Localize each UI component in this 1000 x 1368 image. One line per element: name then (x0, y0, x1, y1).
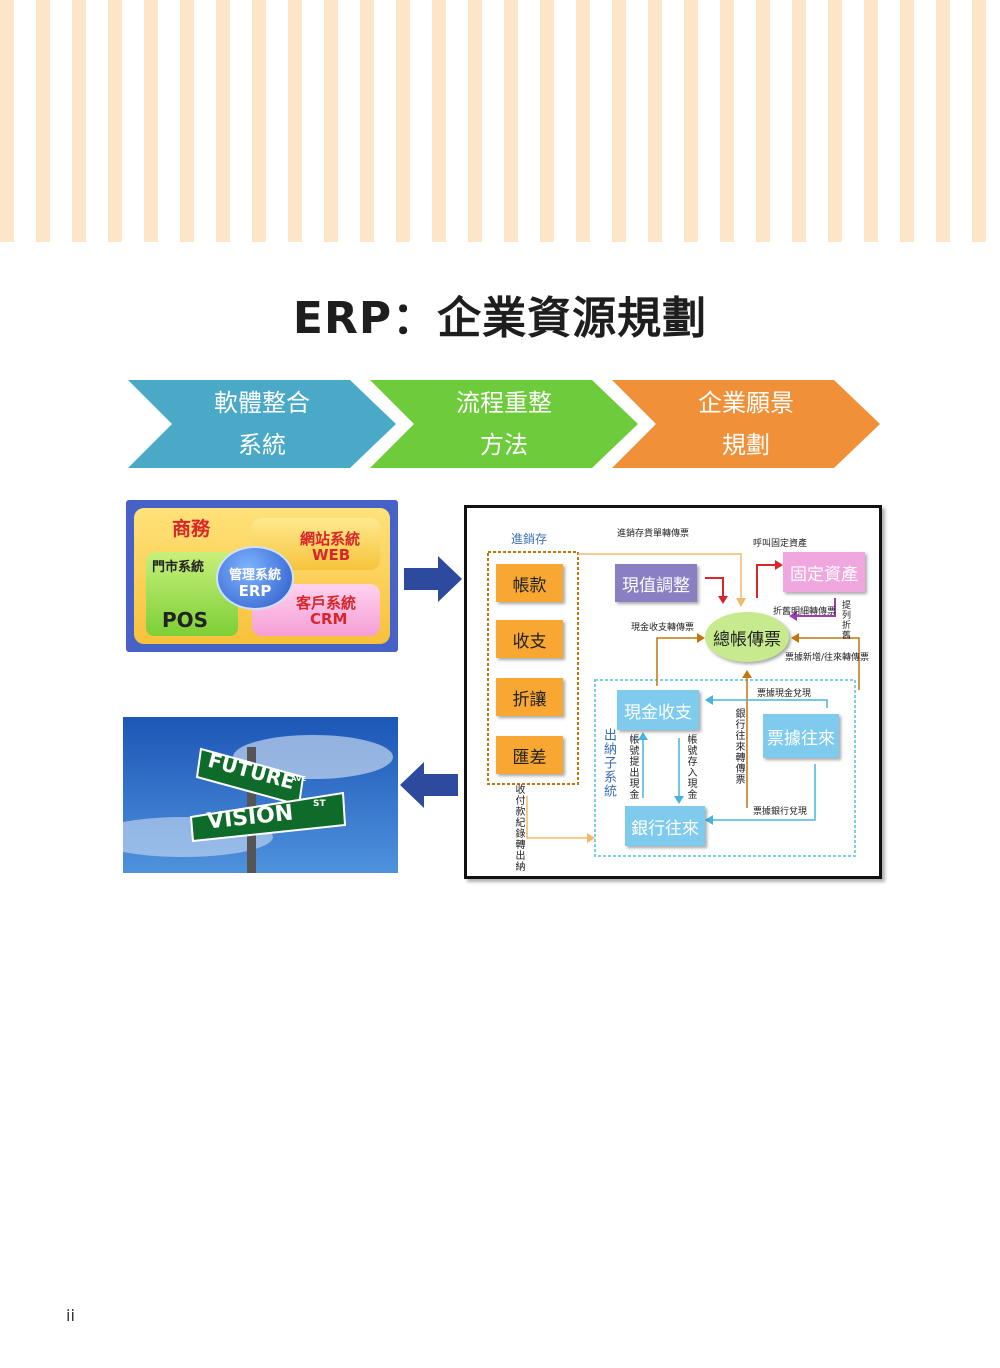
item-income-expense: 收支 (496, 620, 563, 658)
step-line2: 方法 (480, 431, 528, 459)
note-bank-voucher: 銀行往來轉傳票 (733, 708, 744, 785)
note-depr-detail: 折舊明細轉傳票 (773, 607, 837, 617)
erp-globe (216, 546, 294, 610)
step-line2: 規劃 (722, 431, 770, 459)
item-accounts: 帳款 (496, 564, 563, 602)
inventory-label: 進銷存 (511, 532, 548, 546)
note-deposit: 帳號存入現金 (685, 734, 696, 800)
step-text: 企業願景 規劃 (612, 380, 880, 466)
erp-system-diagram: 商務 門市系統 POS 網站系統 WEB 客戶系統 CRM 管理系統 ERP (126, 500, 398, 652)
crm-label: CRM (310, 610, 348, 628)
note-cash-voucher: 現金收支轉傳票 (631, 623, 695, 633)
header-stripes (0, 0, 1000, 242)
note-top: 進銷存貨單轉傳票 (617, 529, 690, 539)
note-depr: 提列折舊 (840, 600, 850, 640)
step-enterprise-vision: 企業願景 規劃 (612, 380, 880, 468)
accounting-flow-diagram: 進銷存 進銷存貨單轉傳票 呼叫固定資產 帳款 收支 折讓 匯差 現值調整 固定資… (464, 505, 882, 879)
step-line1: 流程重整 (456, 389, 552, 417)
pos-label: POS (162, 608, 209, 632)
store-label: 門市系統 (152, 560, 205, 575)
step-text: 軟體整合 系統 (128, 380, 396, 466)
bank-box: 銀行往來 (625, 806, 705, 846)
step-line2: 系統 (238, 431, 286, 459)
note-fixed: 呼叫固定資產 (753, 539, 808, 549)
arrow-right-icon (404, 556, 462, 602)
center-label: ERP (238, 582, 272, 600)
commerce-label: 商務 (172, 518, 211, 540)
note-receipt: 收付款紀錄轉出納 (513, 784, 524, 872)
web-label: WEB (312, 546, 351, 564)
notes-box: 票據往來 (763, 714, 839, 758)
note-bill-voucher: 票據新增/往來轉傳票 (785, 653, 870, 663)
cash-box: 現金收支 (617, 690, 699, 730)
chevron-shape (128, 380, 396, 468)
fixed-assets-box: 固定資產 (783, 552, 865, 592)
page-title: ERP：企業資源規劃 (292, 293, 708, 344)
page-number: ii (66, 1306, 75, 1325)
step-process-reengineering: 流程重整 方法 (370, 380, 638, 468)
note-bill-bank: 票據銀行兌現 (753, 807, 808, 817)
chevron-shape (612, 380, 880, 468)
cashier-system-label: 出納子系統 (601, 728, 616, 798)
item-exchange: 匯差 (496, 736, 563, 774)
general-ledger-node: 總帳傳票 (705, 612, 789, 662)
step-text: 流程重整 方法 (370, 380, 638, 466)
step-line1: 軟體整合 (214, 389, 310, 417)
chevron-shape (370, 380, 638, 468)
crm-cn-label: 客戶系統 (296, 594, 357, 612)
step-line1: 企業願景 (698, 389, 794, 417)
note-bill-cash: 票據現金兌現 (757, 689, 812, 699)
center-cn-label: 管理系統 (228, 568, 281, 583)
future-suffix: AVE (291, 775, 307, 783)
step-software-integration: 軟體整合 系統 (128, 380, 396, 468)
vision-street-sign-photo: FUTURE AVE VISION ST (123, 717, 398, 873)
web-cn-label: 網站系統 (300, 530, 361, 548)
street-sign-icon (123, 717, 398, 873)
item-discount: 折讓 (496, 678, 563, 716)
current-adjust-box: 現值調整 (615, 564, 697, 602)
arrow-left-icon (400, 762, 458, 808)
note-withdraw: 帳號提出現金 (627, 734, 638, 800)
vision-suffix: ST (313, 799, 326, 809)
flow-connectors (487, 551, 860, 857)
